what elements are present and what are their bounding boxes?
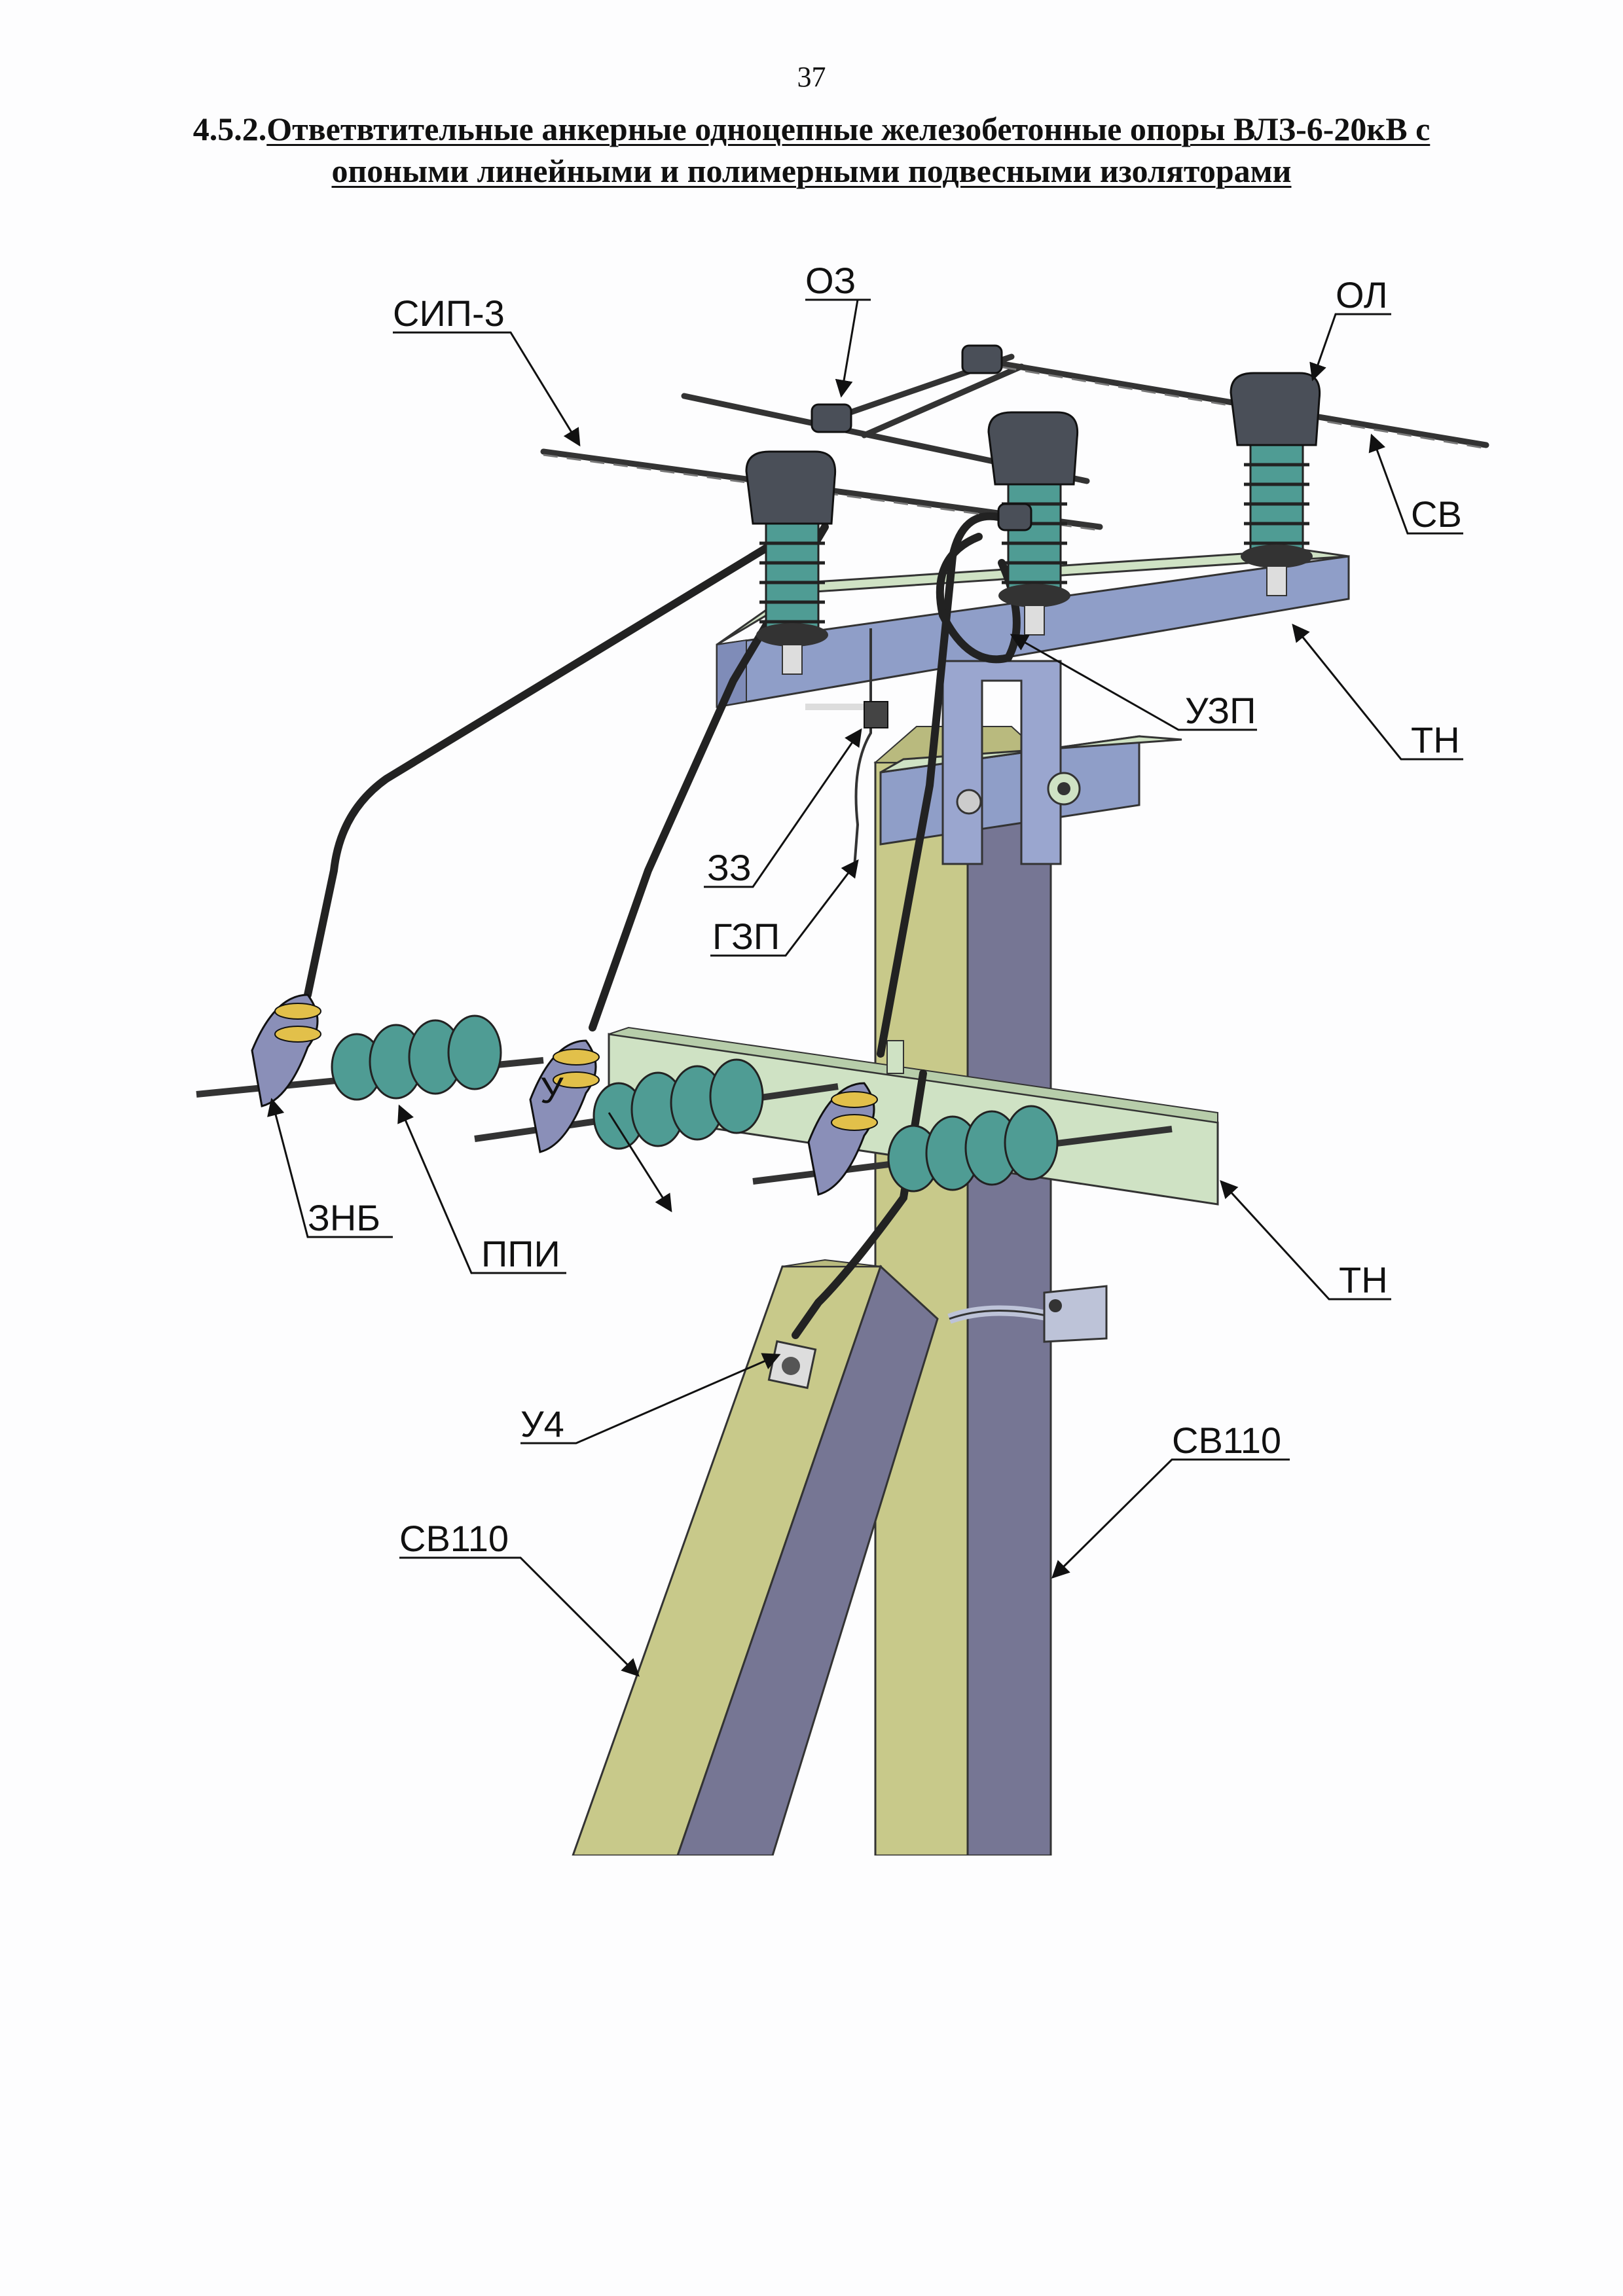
- label-znb: ЗНБ: [308, 1197, 380, 1238]
- callout-labels: СИП-3 ОЗ ОЛ СВ УЗП ТН ЗЗ ГЗП ЗНБ ППИ ТН …: [308, 260, 1462, 1559]
- label-gzp: ГЗП: [712, 916, 780, 957]
- page-number: 37: [797, 61, 826, 93]
- label-tn-top: ТН: [1411, 719, 1460, 761]
- label-zz: ЗЗ: [707, 847, 752, 888]
- section-number: 4.5.2.: [192, 111, 267, 147]
- earthing-clamp: [864, 701, 888, 728]
- conductor-twist: [543, 362, 1487, 531]
- pin-insulator-left: [745, 450, 837, 675]
- label-sip3: СИП-3: [393, 293, 505, 334]
- pin-insulator-middle: [987, 411, 1079, 636]
- label-u4: У4: [520, 1403, 564, 1444]
- suspension-insulator-string-2: [474, 1039, 839, 1153]
- middle-bracket: [879, 660, 1182, 865]
- strut-bracket: [767, 1285, 1108, 1390]
- label-sv110-right: СВ110: [1172, 1420, 1281, 1461]
- label-sv: СВ: [1411, 493, 1462, 535]
- label-oz: ОЗ: [805, 260, 856, 301]
- suspension-insulator-string-3: [752, 1082, 1173, 1196]
- label-uzp: УЗП: [1185, 690, 1256, 731]
- title-line-2: опоными линейными и полимерными подвесны…: [331, 152, 1292, 189]
- label-underlines: [308, 298, 1463, 1559]
- title-line-1: Ответвтительные анкерные одноцепные желе…: [266, 111, 1431, 147]
- label-tn-bottom: ТН: [1339, 1259, 1388, 1300]
- page-title: 4.5.2.Ответвтительные анкерные одноцепны…: [79, 108, 1544, 192]
- label-ol: ОЛ: [1336, 274, 1388, 315]
- conductor-clamps: [811, 344, 1032, 531]
- suspension-insulator-string-1: [196, 994, 544, 1107]
- label-u-partial: У: [540, 1069, 564, 1111]
- label-ppi: ППИ: [481, 1233, 560, 1274]
- pin-insulator-right: [1230, 372, 1321, 596]
- label-sv110-left: СВ110: [399, 1518, 509, 1559]
